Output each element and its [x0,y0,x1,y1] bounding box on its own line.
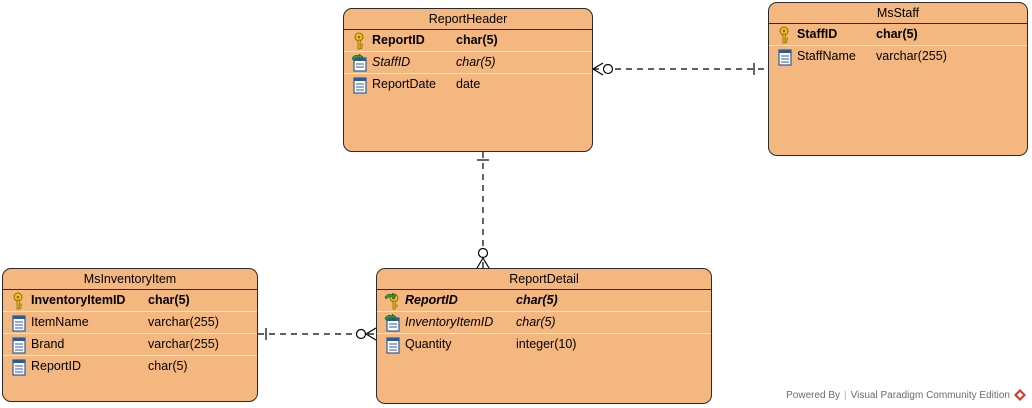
primary-key-icon [13,292,23,310]
entity-title: ReportDetail [377,269,711,290]
column-row-reportid[interactable]: ReportID char(5) [377,290,711,311]
column-type: char(5) [876,27,918,41]
column-type: varchar(255) [148,315,219,329]
column-row-reportdate[interactable]: ReportDate date [344,73,592,95]
column-icon [12,337,26,354]
column-row-inventoryitemid[interactable]: InventoryItemID char(5) [3,290,257,311]
foreign-key-icon [351,54,367,72]
product-name: Visual Paradigm Community Edition [850,389,1010,401]
column-row-staffid[interactable]: StaffID char(5) [769,24,1027,45]
column-row-reportid[interactable]: ReportID char(5) [344,30,592,51]
column-type: varchar(255) [876,49,947,63]
foreign-key-icon [384,314,400,332]
column-type: varchar(255) [148,337,219,351]
column-name: StaffID [797,27,838,41]
column-row-itemname[interactable]: ItemName varchar(255) [3,311,257,333]
column-type: char(5) [516,315,556,329]
separator-icon: | [844,389,847,401]
column-icon [778,49,792,66]
column-type: char(5) [516,293,558,307]
column-type: integer(10) [516,337,577,351]
column-name: ItemName [31,315,89,329]
column-name: Brand [31,337,65,351]
entity-ms-staff[interactable]: MsStaff StaffID char(5) StaffName varcha… [768,2,1028,156]
column-icon [353,77,367,94]
column-type: date [456,77,481,91]
entity-report-detail[interactable]: ReportDetail ReportID char(5) InventoryI… [376,268,712,404]
column-row-reportid[interactable]: ReportID char(5) [3,355,257,377]
entity-title: MsStaff [769,3,1027,24]
footer-watermark: Powered By | Visual Paradigm Community E… [786,389,1026,401]
primary-key-icon [354,32,364,50]
column-row-staffname[interactable]: StaffName varchar(255) [769,45,1027,67]
relationship-reportheader-reportdetail[interactable] [476,152,490,269]
column-type: char(5) [148,359,188,373]
column-row-quantity[interactable]: Quantity integer(10) [377,333,711,355]
entity-report-header[interactable]: ReportHeader ReportID char(5) StaffID ch… [343,8,593,152]
column-name: ReportID [372,33,425,47]
column-name: Quantity [405,337,452,351]
relationship-reportheader-msstaff[interactable] [592,62,768,76]
column-type: char(5) [456,55,496,69]
primary-foreign-key-icon [384,292,399,310]
column-name: StaffID [372,55,411,69]
column-name: InventoryItemID [405,315,494,329]
powered-by-label: Powered By [786,389,841,401]
column-type: char(5) [456,33,498,47]
column-name: ReportID [405,293,458,307]
primary-key-icon [779,26,789,44]
column-name: ReportID [31,359,82,373]
entity-title: ReportHeader [344,9,592,30]
entity-title: MsInventoryItem [3,269,257,290]
column-icon [12,359,26,376]
column-name: ReportDate [372,77,436,91]
column-row-inventoryitemid[interactable]: InventoryItemID char(5) [377,311,711,333]
column-type: char(5) [148,293,190,307]
column-name: StaffName [797,49,856,63]
relationship-msinventoryitem-reportdetail[interactable] [258,327,377,341]
column-row-brand[interactable]: Brand varchar(255) [3,333,257,355]
column-name: InventoryItemID [31,293,126,307]
column-icon [386,337,400,354]
visual-paradigm-logo-icon [1014,389,1026,401]
column-row-staffid[interactable]: StaffID char(5) [344,51,592,73]
entity-ms-inventory-item[interactable]: MsInventoryItem InventoryItemID char(5) … [2,268,258,402]
column-icon [12,315,26,332]
